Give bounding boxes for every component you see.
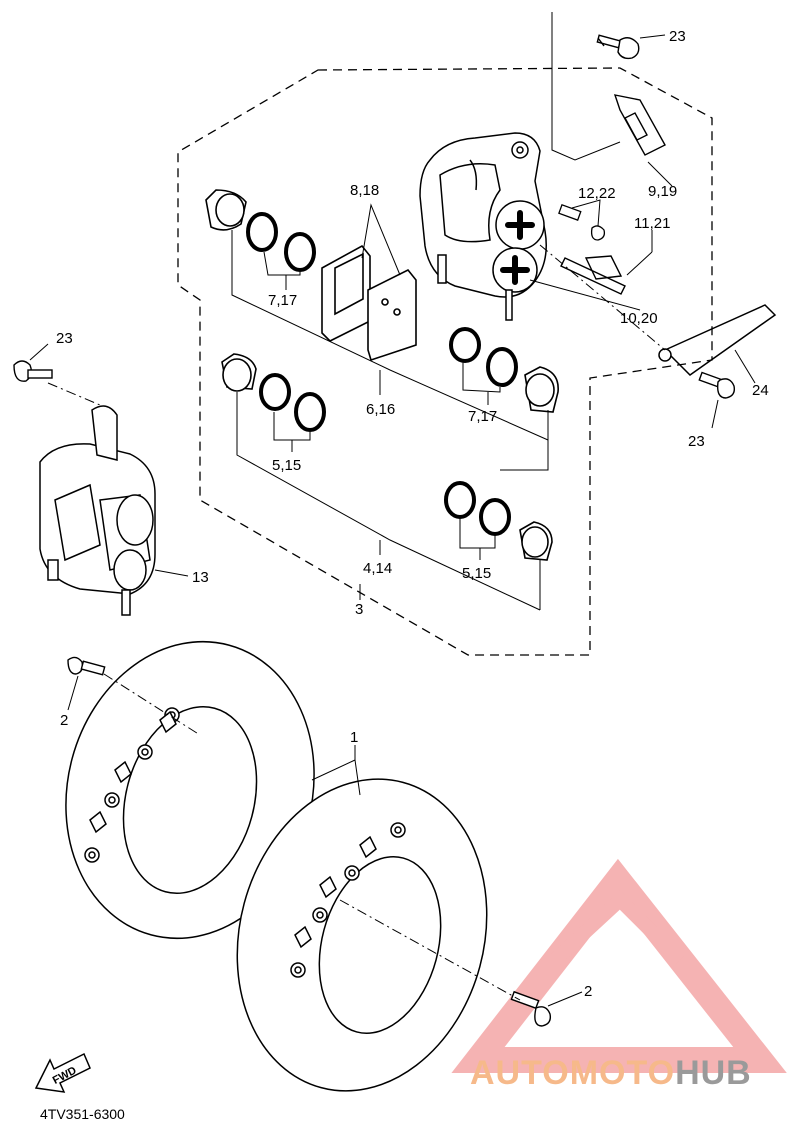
- brake-disc-right: [236, 778, 488, 1092]
- watermark-text: AUTOMOTOHUB: [470, 1054, 752, 1093]
- watermark-triangle-logo: [451, 858, 787, 1073]
- disc-bolt-2-bottom: [510, 990, 552, 1027]
- label-4-14: 4,14: [363, 560, 392, 577]
- label-10-20: 10,20: [620, 310, 658, 327]
- piston-4-14: [221, 353, 257, 392]
- pad-pin-10-20: [560, 255, 626, 295]
- label-3: 3: [355, 601, 363, 618]
- fwd-arrow: [34, 1052, 91, 1093]
- seal-5-15-a: [259, 373, 326, 432]
- label-2-top: 2: [60, 712, 68, 729]
- brake-pads-8-18: [321, 244, 417, 362]
- bolt-23-top: [596, 34, 640, 60]
- label-23-left: 23: [56, 330, 73, 347]
- pad-spring-9-19: [613, 94, 666, 156]
- catalog-code: 4TV351-6300: [40, 1106, 125, 1122]
- watermark-text-part2: HUB: [675, 1054, 752, 1092]
- caliper-left-13: [39, 405, 156, 616]
- seal-7-17-b: [449, 327, 518, 387]
- label-24: 24: [752, 382, 769, 399]
- label-6-16: 6,16: [366, 401, 395, 418]
- brake-line-clip-24: [658, 304, 777, 376]
- label-11-21: 11,21: [634, 215, 670, 232]
- kit-boundary-dashed: [177, 67, 713, 656]
- bolt-23-right: [698, 371, 736, 399]
- disc-bolt-2-top: [67, 656, 106, 676]
- piston-small: [519, 521, 553, 561]
- label-23-right: 23: [688, 433, 705, 450]
- label-1: 1: [350, 729, 358, 746]
- piston-6-16: [205, 189, 247, 231]
- label-7-17-a: 7,17: [268, 292, 297, 309]
- brake-disc-left: [65, 640, 315, 940]
- label-9-19: 9,19: [648, 183, 677, 200]
- label-23-top: 23: [669, 28, 686, 45]
- caliper-right: [419, 132, 547, 321]
- label-13: 13: [192, 569, 209, 586]
- label-8-18: 8,18: [350, 182, 379, 199]
- label-12-22: 12,22: [578, 185, 616, 202]
- label-7-17-b: 7,17: [468, 408, 497, 425]
- label-2-bottom: 2: [584, 983, 592, 1000]
- watermark-text-part1: AUTOMOTO: [470, 1054, 676, 1092]
- piston-large: [524, 366, 559, 413]
- seal-7-17-a: [246, 212, 316, 272]
- label-5-15-b: 5,15: [462, 565, 491, 582]
- label-5-15-a: 5,15: [272, 457, 301, 474]
- bolt-23-left: [13, 360, 53, 382]
- seal-5-15-b: [444, 481, 511, 536]
- bleed-screw-12-22: [558, 203, 606, 241]
